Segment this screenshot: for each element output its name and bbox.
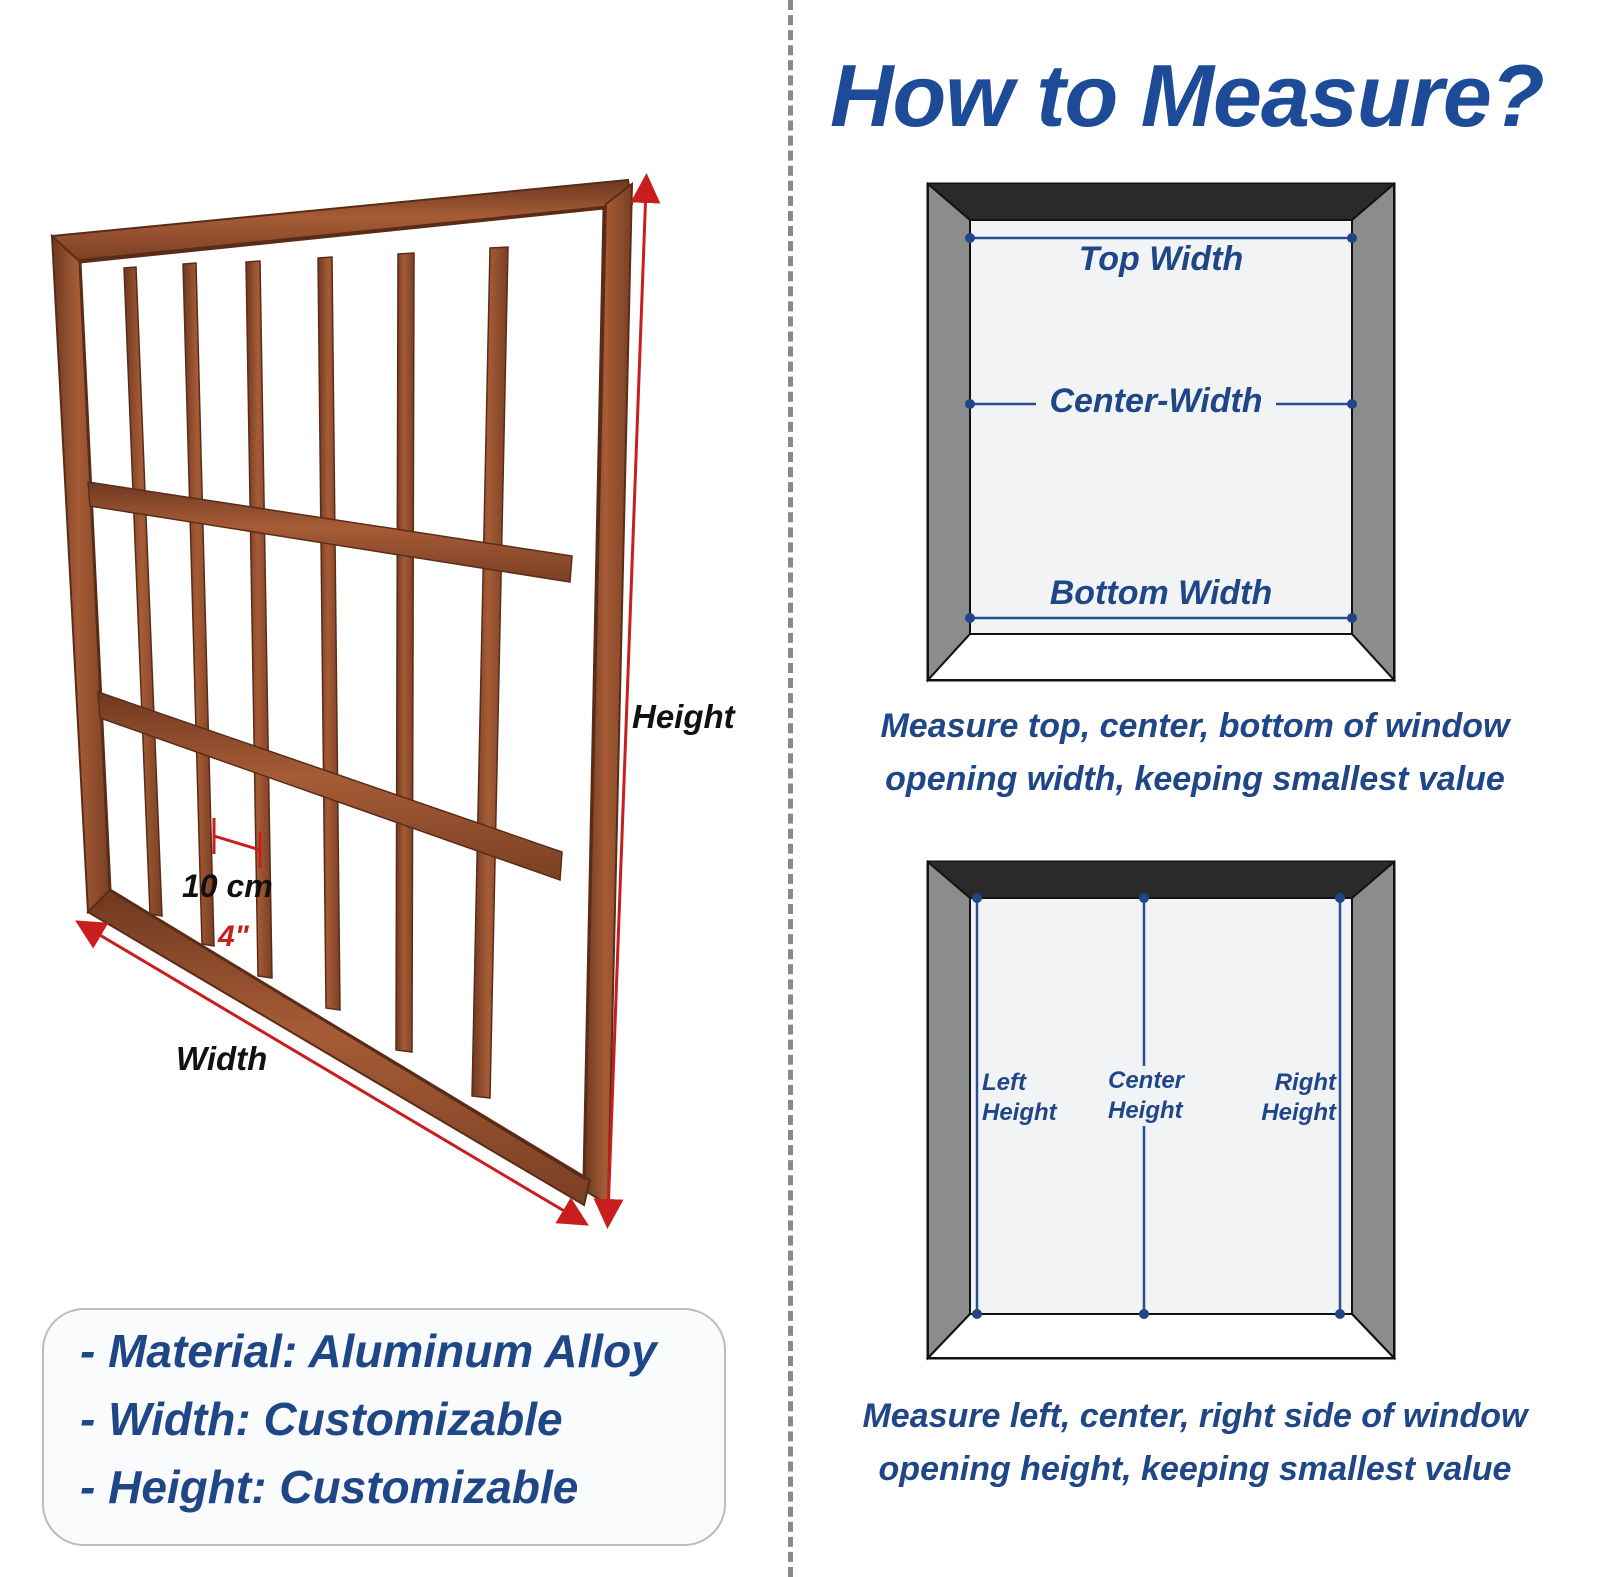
right-height-label: Right Height <box>1256 1068 1336 1128</box>
height-caption-line-2: opening height, keeping smallest value <box>878 1450 1512 1488</box>
left-height-label: Left Height <box>982 1068 1057 1128</box>
height-caption-line-1: Measure left, center, right side of wind… <box>862 1397 1528 1435</box>
width-caption-line-1: Measure top, center, bottom of window <box>880 707 1510 745</box>
height-label: Height <box>632 698 735 735</box>
bar-spacing-marker <box>212 818 262 868</box>
width-caption: Measure top, center, bottom of window op… <box>800 700 1590 806</box>
spec-width: - Width: Customizable <box>80 1393 563 1445</box>
right-height-line-1: Right <box>1274 1069 1336 1096</box>
bottom-width-label: Bottom Width <box>1049 574 1273 612</box>
height-arrow <box>593 173 661 1229</box>
height-caption: Measure left, center, right side of wind… <box>800 1390 1590 1496</box>
specs-box: - Material: Aluminum Alloy - Width: Cust… <box>42 1308 726 1546</box>
page-title: How to Measure? <box>830 46 1545 145</box>
width-caption-line-2: opening width, keeping smallest value <box>885 760 1505 798</box>
right-height-line-2: Height <box>1261 1099 1336 1126</box>
center-height-label: Center Height <box>1108 1066 1185 1126</box>
left-height-line-1: Left <box>982 1069 1026 1096</box>
center-height-line-2: Height <box>1108 1097 1183 1124</box>
vertical-bars <box>123 246 509 1099</box>
bar-spacing-cm-label: 10 cm <box>182 868 273 904</box>
center-width-label: Center-Width <box>1036 382 1276 421</box>
left-height-line-2: Height <box>982 1099 1057 1126</box>
width-label: Width <box>176 1040 268 1077</box>
height-diagram <box>925 859 1397 1361</box>
bar-spacing-in-label: 4" <box>218 920 249 953</box>
spec-height: - Height: Customizable <box>80 1461 579 1513</box>
top-width-label: Top Width <box>1078 240 1244 278</box>
spec-material: - Material: Aluminum Alloy <box>80 1325 657 1377</box>
horizontal-bars <box>87 481 573 882</box>
width-diagram <box>925 181 1397 683</box>
section-divider <box>788 0 793 1577</box>
width-arrow <box>75 920 589 1226</box>
center-height-line-1: Center <box>1108 1067 1185 1094</box>
